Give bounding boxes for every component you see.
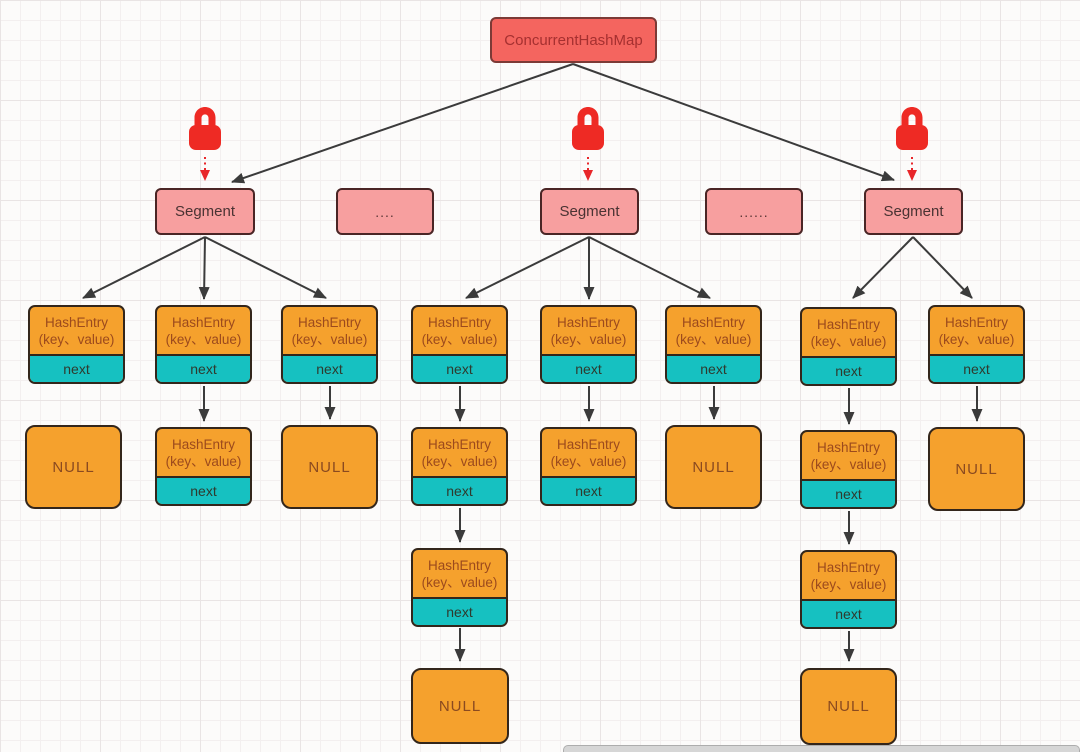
hashentry-node[interactable]: HashEntry(key、value) next <box>800 307 897 386</box>
ellipsis-node-1[interactable]: .... <box>336 188 434 235</box>
hashentry-label: HashEntry(key、value) <box>810 316 887 349</box>
root-node-concurrenthashmap[interactable]: ConcurrentHashMap <box>490 17 657 63</box>
hashentry-label: HashEntry(key、value) <box>675 314 752 347</box>
hashentry-node[interactable]: HashEntry(key、value) next <box>155 305 252 384</box>
hashentry-label: HashEntry(key、value) <box>38 314 115 347</box>
hashentry-label: HashEntry(key、value) <box>938 314 1015 347</box>
hashentry-next-field[interactable]: next <box>542 476 635 504</box>
hashentry-next-field[interactable]: next <box>157 476 250 504</box>
hashentry-node[interactable]: HashEntry(key、value) next <box>411 305 508 384</box>
null-node[interactable]: NULL <box>25 425 122 509</box>
hashentry-node[interactable]: HashEntry(key、value) next <box>800 430 897 509</box>
null-node[interactable]: NULL <box>800 668 897 745</box>
hashentry-label: HashEntry(key、value) <box>421 557 498 590</box>
hashentry-next-field[interactable]: next <box>802 356 895 384</box>
lock-icon <box>569 104 607 158</box>
lock-icon <box>893 104 931 158</box>
hashentry-next-field[interactable]: next <box>413 476 506 504</box>
hashentry-label: HashEntry(key、value) <box>810 439 887 472</box>
hashentry-label: HashEntry(key、value) <box>421 314 498 347</box>
hashentry-next-field[interactable]: next <box>930 354 1023 382</box>
hashentry-next-field[interactable]: next <box>667 354 760 382</box>
hashentry-next-field[interactable]: next <box>413 597 506 625</box>
hashentry-next-field[interactable]: next <box>802 479 895 507</box>
hashentry-node[interactable]: HashEntry(key、value) next <box>540 305 637 384</box>
segment-node-3[interactable]: Segment <box>864 188 963 235</box>
hashentry-node[interactable]: HashEntry(key、value) next <box>800 550 897 629</box>
hashentry-next-field[interactable]: next <box>802 599 895 627</box>
lock-icon <box>186 104 224 158</box>
hashentry-label: HashEntry(key、value) <box>165 436 242 469</box>
segment-node-2[interactable]: Segment <box>540 188 639 235</box>
hashentry-node[interactable]: HashEntry(key、value) next <box>928 305 1025 384</box>
hashentry-label: HashEntry(key、value) <box>550 314 627 347</box>
null-node[interactable]: NULL <box>928 427 1025 511</box>
hashentry-next-field[interactable]: next <box>30 354 123 382</box>
hashentry-next-field[interactable]: next <box>157 354 250 382</box>
segment-node-1[interactable]: Segment <box>155 188 255 235</box>
hashentry-node[interactable]: HashEntry(key、value) next <box>155 427 252 506</box>
hashentry-label: HashEntry(key、value) <box>550 436 627 469</box>
hashentry-label: HashEntry(key、value) <box>810 559 887 592</box>
hashentry-node[interactable]: HashEntry(key、value) next <box>28 305 125 384</box>
null-node[interactable]: NULL <box>665 425 762 509</box>
ellipsis-node-2[interactable]: ...... <box>705 188 803 235</box>
hashentry-next-field[interactable]: next <box>542 354 635 382</box>
hashentry-node[interactable]: HashEntry(key、value) next <box>411 427 508 506</box>
hashentry-node[interactable]: HashEntry(key、value) next <box>665 305 762 384</box>
hashentry-next-field[interactable]: next <box>413 354 506 382</box>
hashentry-label: HashEntry(key、value) <box>291 314 368 347</box>
hashentry-node[interactable]: HashEntry(key、value) next <box>281 305 378 384</box>
hashentry-node[interactable]: HashEntry(key、value) next <box>540 427 637 506</box>
hashentry-label: HashEntry(key、value) <box>421 436 498 469</box>
bottom-scrollbar[interactable] <box>563 745 1080 752</box>
null-node[interactable]: NULL <box>281 425 378 509</box>
hashentry-node[interactable]: HashEntry(key、value) next <box>411 548 508 627</box>
null-node[interactable]: NULL <box>411 668 509 744</box>
hashentry-next-field[interactable]: next <box>283 354 376 382</box>
lock-arrows <box>200 157 917 181</box>
hashentry-label: HashEntry(key、value) <box>165 314 242 347</box>
